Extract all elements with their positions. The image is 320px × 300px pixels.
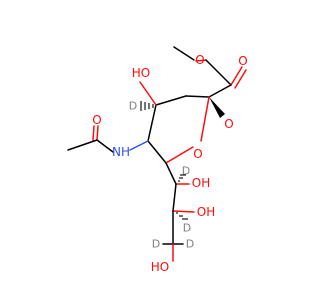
bond-carbonyl-double-2: [234, 69, 247, 89]
bond-acetyl-o-1: [96, 125, 99, 141]
atom-o-ring: O: [193, 147, 202, 161]
atom-d-c8: D: [183, 222, 191, 235]
atom-o-acetyl: O: [92, 113, 101, 127]
bond-c4-oh: [139, 81, 157, 106]
molecule-structure-diagram: O O O O HO D NH O D OH D OH D D HO: [67, 46, 248, 274]
wedge-c2-oh: [209, 97, 225, 118]
hash-c4-d: [140, 101, 154, 111]
bond-c8-oh: [172, 210, 195, 213]
atom-labels: O O O O HO D NH O D OH D OH D D HO: [92, 53, 247, 274]
bonds: [67, 46, 247, 262]
atom-nh: NH: [112, 145, 130, 159]
bond-carbonyl-double-1: [230, 66, 243, 86]
atom-o-c4-hydroxyl: HO: [132, 66, 150, 80]
bond-c5-nh: [129, 140, 149, 151]
atom-o-c9-hydroxyl: HO: [151, 260, 169, 274]
atom-o-ester-single: O: [195, 53, 204, 67]
bond-acetyl-o-2: [92, 125, 95, 141]
bond-acetyl-methyl: [67, 139, 98, 151]
bond-o-carbonyl: [195, 59, 207, 62]
atom-d-c9-left: D: [152, 238, 160, 251]
bond-ester-carbon: [205, 59, 232, 86]
atom-d-c9-right: D: [186, 238, 194, 251]
bond-c7-c8: [172, 183, 177, 212]
bond-nh-carbonyl: [96, 139, 114, 153]
bond-c2-c3: [185, 95, 210, 98]
bond-c5-c6: [147, 140, 167, 164]
hash-c8-d: [176, 212, 188, 220]
bond-ester-to-c2: [208, 84, 232, 98]
atom-d-c7: D: [182, 165, 190, 178]
bond-methyl-o: [173, 46, 195, 61]
atom-o-c7-hydroxyl: OH: [192, 176, 210, 190]
atom-o-anomeric-hydroxyl: O: [224, 117, 233, 131]
bond-c4-c5: [147, 104, 157, 142]
bond-c6-oring: [165, 146, 194, 164]
hash-c7-d: [178, 174, 186, 182]
bond-c6-c7: [165, 162, 177, 185]
atom-d-c4: D: [129, 100, 137, 113]
atom-o-c8-hydroxyl: OH: [197, 205, 215, 219]
bond-c3-c4: [155, 95, 187, 106]
atom-o-ester-double: O: [238, 54, 247, 68]
bond-oring-c2: [200, 96, 210, 142]
